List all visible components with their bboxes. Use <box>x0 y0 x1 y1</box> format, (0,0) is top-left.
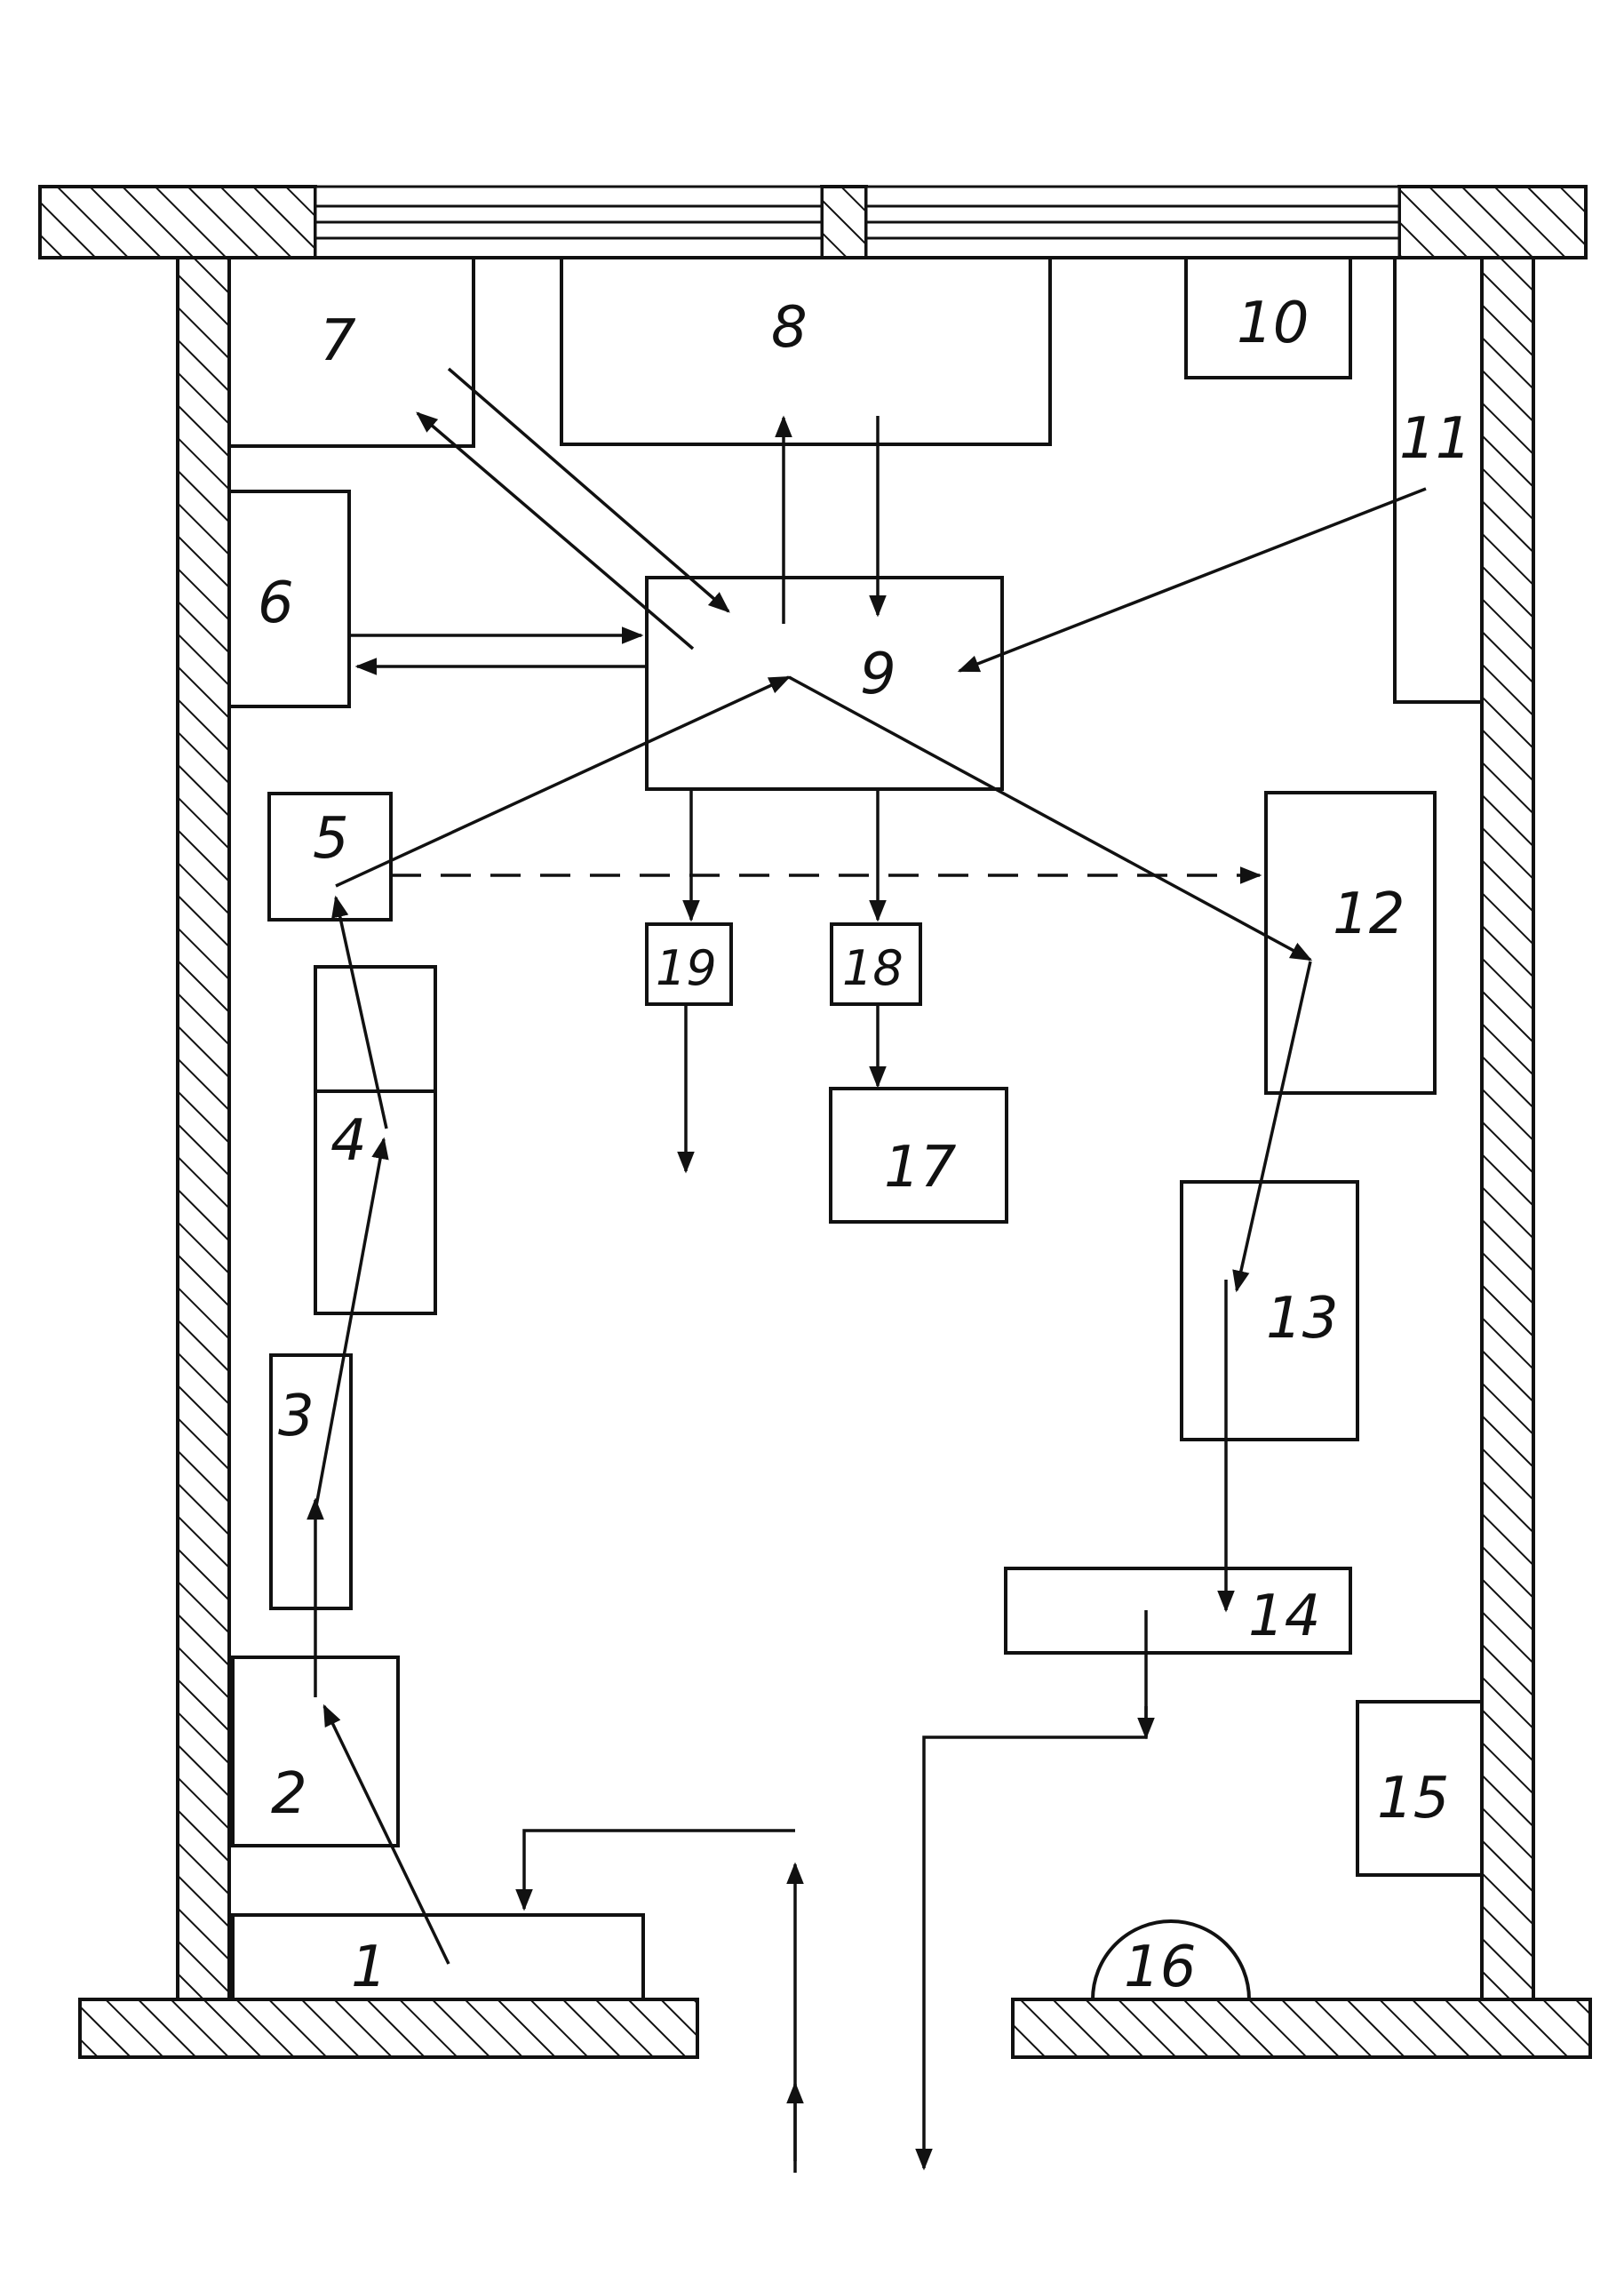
station-18 <box>830 922 922 1006</box>
path-5-to-9 <box>335 675 792 888</box>
station-10 <box>1184 256 1352 379</box>
label-18: 18 <box>842 940 904 996</box>
station-16 <box>1090 1919 1252 2001</box>
label-14: 14 <box>1248 1584 1320 1649</box>
left-wall <box>176 256 231 2001</box>
label-2: 2 <box>271 1761 307 1827</box>
station-17 <box>829 1087 1008 1224</box>
path-11-to-9 <box>957 487 1427 673</box>
station-8 <box>560 256 1052 446</box>
station-13 <box>1180 1180 1359 1441</box>
path-3-to-4 <box>314 1137 389 1512</box>
window-mullion <box>820 185 868 259</box>
exit-arrow <box>915 1610 1148 2171</box>
path-12-to-13 <box>1232 961 1312 1293</box>
station-14 <box>1004 1567 1352 1655</box>
station-5 <box>267 792 393 922</box>
label-13: 13 <box>1266 1286 1338 1352</box>
window-left <box>314 185 824 259</box>
label-3: 3 <box>278 1384 314 1449</box>
window-right <box>864 185 1401 259</box>
bottom-wall-left <box>78 1998 699 2059</box>
label-10: 10 <box>1237 291 1309 356</box>
label-9: 9 <box>860 642 896 707</box>
flow-lines <box>306 367 1427 2173</box>
entrance-to-1-arrow <box>515 1829 795 1911</box>
label-7: 7 <box>320 308 356 374</box>
stations <box>227 256 1484 2001</box>
label-8: 8 <box>771 295 808 361</box>
station-1 <box>231 1913 645 2001</box>
path-9-to-12 <box>788 675 1313 961</box>
station-9 <box>645 576 1004 791</box>
right-wall <box>1480 256 1535 2001</box>
label-5: 5 <box>313 806 349 872</box>
label-17: 17 <box>884 1135 957 1201</box>
station-15 <box>1356 1700 1484 1877</box>
label-1: 1 <box>351 1935 387 2000</box>
path-1-to-2 <box>322 1704 450 1965</box>
walls <box>38 185 1592 2059</box>
label-19: 19 <box>656 940 717 996</box>
label-12: 12 <box>1333 882 1405 947</box>
top-wall-right <box>1397 185 1588 259</box>
label-16: 16 <box>1124 1935 1196 2000</box>
labels: 1 2 3 4 5 6 7 8 9 10 11 12 13 14 15 16 1… <box>258 291 1471 2000</box>
label-6: 6 <box>258 570 294 636</box>
top-wall-left <box>38 185 317 259</box>
path-9-to-7 <box>416 411 695 650</box>
bottom-wall-right <box>1011 1998 1592 2059</box>
label-4: 4 <box>330 1108 367 1174</box>
path-4-to-5 <box>331 895 388 1129</box>
station-6 <box>227 490 351 708</box>
path-7-to-9 <box>447 367 730 613</box>
label-11: 11 <box>1399 406 1471 472</box>
label-15: 15 <box>1377 1766 1449 1831</box>
station-19 <box>645 922 733 1006</box>
station-11 <box>1393 256 1484 704</box>
